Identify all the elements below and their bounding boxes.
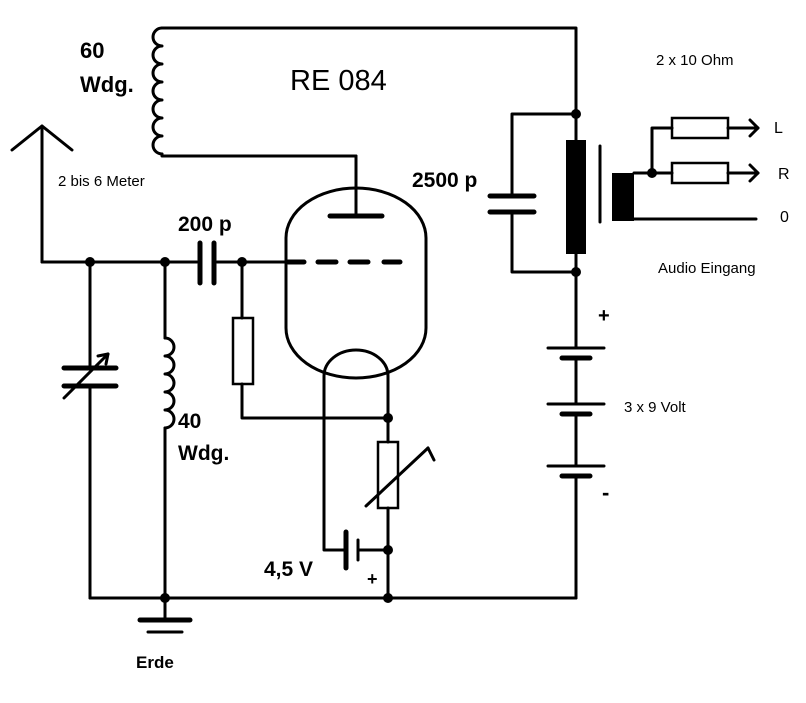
heater-circuit (322, 396, 436, 600)
grid-capacitor (197, 240, 217, 286)
variable-capacitor (61, 260, 119, 600)
tube-re084 (284, 154, 428, 422)
ground-rail (88, 596, 578, 634)
audio-resistors (632, 116, 760, 221)
grid-resistor (231, 260, 390, 420)
label-tube: RE 084 (290, 65, 387, 97)
antenna-symbol (10, 124, 74, 264)
label-audio-l: L (774, 120, 783, 137)
label-heater-plus: + (367, 569, 378, 589)
coil-40-turns (163, 260, 176, 600)
label-battery-plus: + (598, 305, 610, 327)
coil-60-turns (151, 26, 578, 158)
label-heater-voltage: 4,5 V (264, 558, 313, 581)
label-antenna: 2 bis 6 Meter (58, 173, 145, 190)
modulation-transformer (566, 112, 634, 274)
plate-capacitor (487, 112, 578, 274)
label-audio-0: 0 (780, 209, 789, 226)
label-coil-bottom-unit: Wdg. (178, 442, 229, 465)
junction-dots (85, 109, 657, 603)
label-battery-minus: - (602, 480, 609, 505)
label-audio-r: R (778, 166, 790, 183)
label-coil-top-turns: 60 (80, 38, 104, 63)
battery-3x9v (546, 270, 606, 600)
label-cap-plate: 2500 p (412, 169, 477, 192)
label-coil-bottom-turns: 40 (178, 410, 201, 433)
label-audio-input: Audio Eingang (658, 260, 756, 277)
label-cap-grid: 200 p (178, 213, 232, 236)
label-resistors: 2 x 10 Ohm (656, 52, 734, 69)
label-battery: 3 x 9 Volt (624, 399, 687, 416)
label-ground: Erde (136, 653, 174, 672)
label-coil-top-unit: Wdg. (80, 72, 134, 97)
